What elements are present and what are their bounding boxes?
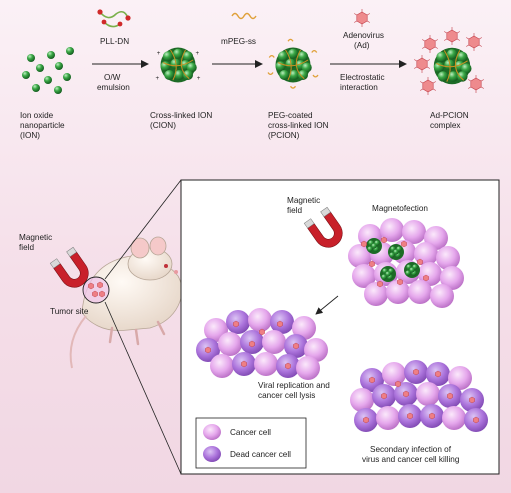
mouse-magnet-label-2: field: [19, 243, 34, 252]
emulsion-label-1: O/W: [104, 73, 121, 82]
zoom-magnet-label-2: field: [287, 206, 302, 215]
legend-dead-cell-swatch: [203, 446, 221, 462]
adenovirus-label-1: Adenovirus: [343, 31, 384, 40]
mpeg-ss-label: mPEG-ss: [221, 37, 256, 46]
secondary-infection-cells: [350, 360, 488, 432]
pcion-label-1: PEG-coated: [268, 111, 313, 120]
zoom-line-bottom: [104, 301, 182, 475]
adenovirus-icon: [353, 8, 371, 28]
ion-nanoparticles: [22, 47, 74, 94]
pll-dn-label: PLL-DN: [100, 37, 129, 46]
ion-label-2: nanoparticle: [20, 121, 65, 130]
tumor-site: [82, 276, 110, 304]
arrow-to-lysis: [315, 295, 339, 315]
lysis-label-2: cancer cell lysis: [258, 391, 315, 400]
zoom-line-top: [104, 179, 182, 280]
horseshoe-magnet-icon: [49, 246, 89, 288]
ad-pcion-complex: [413, 26, 485, 96]
magnetofection-label: Magnetofection: [372, 204, 428, 213]
ion-label-1: Ion oxide: [20, 111, 54, 120]
ion-label-3: (ION): [20, 131, 40, 140]
tumor-site-label: Tumor site: [50, 307, 89, 316]
electrostatic-label-2: interaction: [340, 83, 378, 92]
lysis-label-1: Viral replication and: [258, 381, 330, 390]
secondary-label-2: virus and cancer cell killing: [362, 455, 460, 464]
lysis-cells: [196, 308, 328, 380]
pcion-label-2: cross-linked ION: [268, 121, 329, 130]
cion-cluster: + + + +: [156, 48, 201, 83]
zoom-magnet-label-1: Magnetic: [287, 196, 320, 205]
mpeg-ss-chain-icon: [231, 12, 257, 20]
svg-text:+: +: [197, 75, 201, 82]
svg-text:+: +: [196, 50, 200, 57]
ad-pcion-label-2: complex: [430, 121, 461, 130]
pcion-cluster: [267, 38, 319, 89]
svg-text:+: +: [157, 50, 161, 57]
adenovirus-label-2: (Ad): [354, 41, 370, 50]
electrostatic-label-1: Electrostatic: [340, 73, 385, 82]
legend-dead-cell-label: Dead cancer cell: [230, 450, 291, 459]
legend-cancer-cell-label: Cancer cell: [230, 428, 271, 437]
mouse-magnet-label-1: Magnetic: [19, 233, 52, 242]
mouse-illustration: [69, 236, 183, 369]
cion-label-1: Cross-linked ION: [150, 111, 212, 120]
ad-pcion-label-1: Ad-PCION: [430, 111, 469, 120]
legend-cancer-cell-swatch: [203, 424, 221, 440]
pll-dn-molecule-icon: [97, 9, 131, 28]
zoom-horseshoe-magnet-icon: [303, 206, 343, 248]
pcion-label-3: (PCION): [268, 131, 300, 140]
secondary-label-1: Secondary infection of: [370, 445, 452, 454]
cion-label-2: (CION): [150, 121, 176, 130]
svg-text:+: +: [156, 75, 160, 82]
emulsion-label-2: emulsion: [97, 83, 130, 92]
